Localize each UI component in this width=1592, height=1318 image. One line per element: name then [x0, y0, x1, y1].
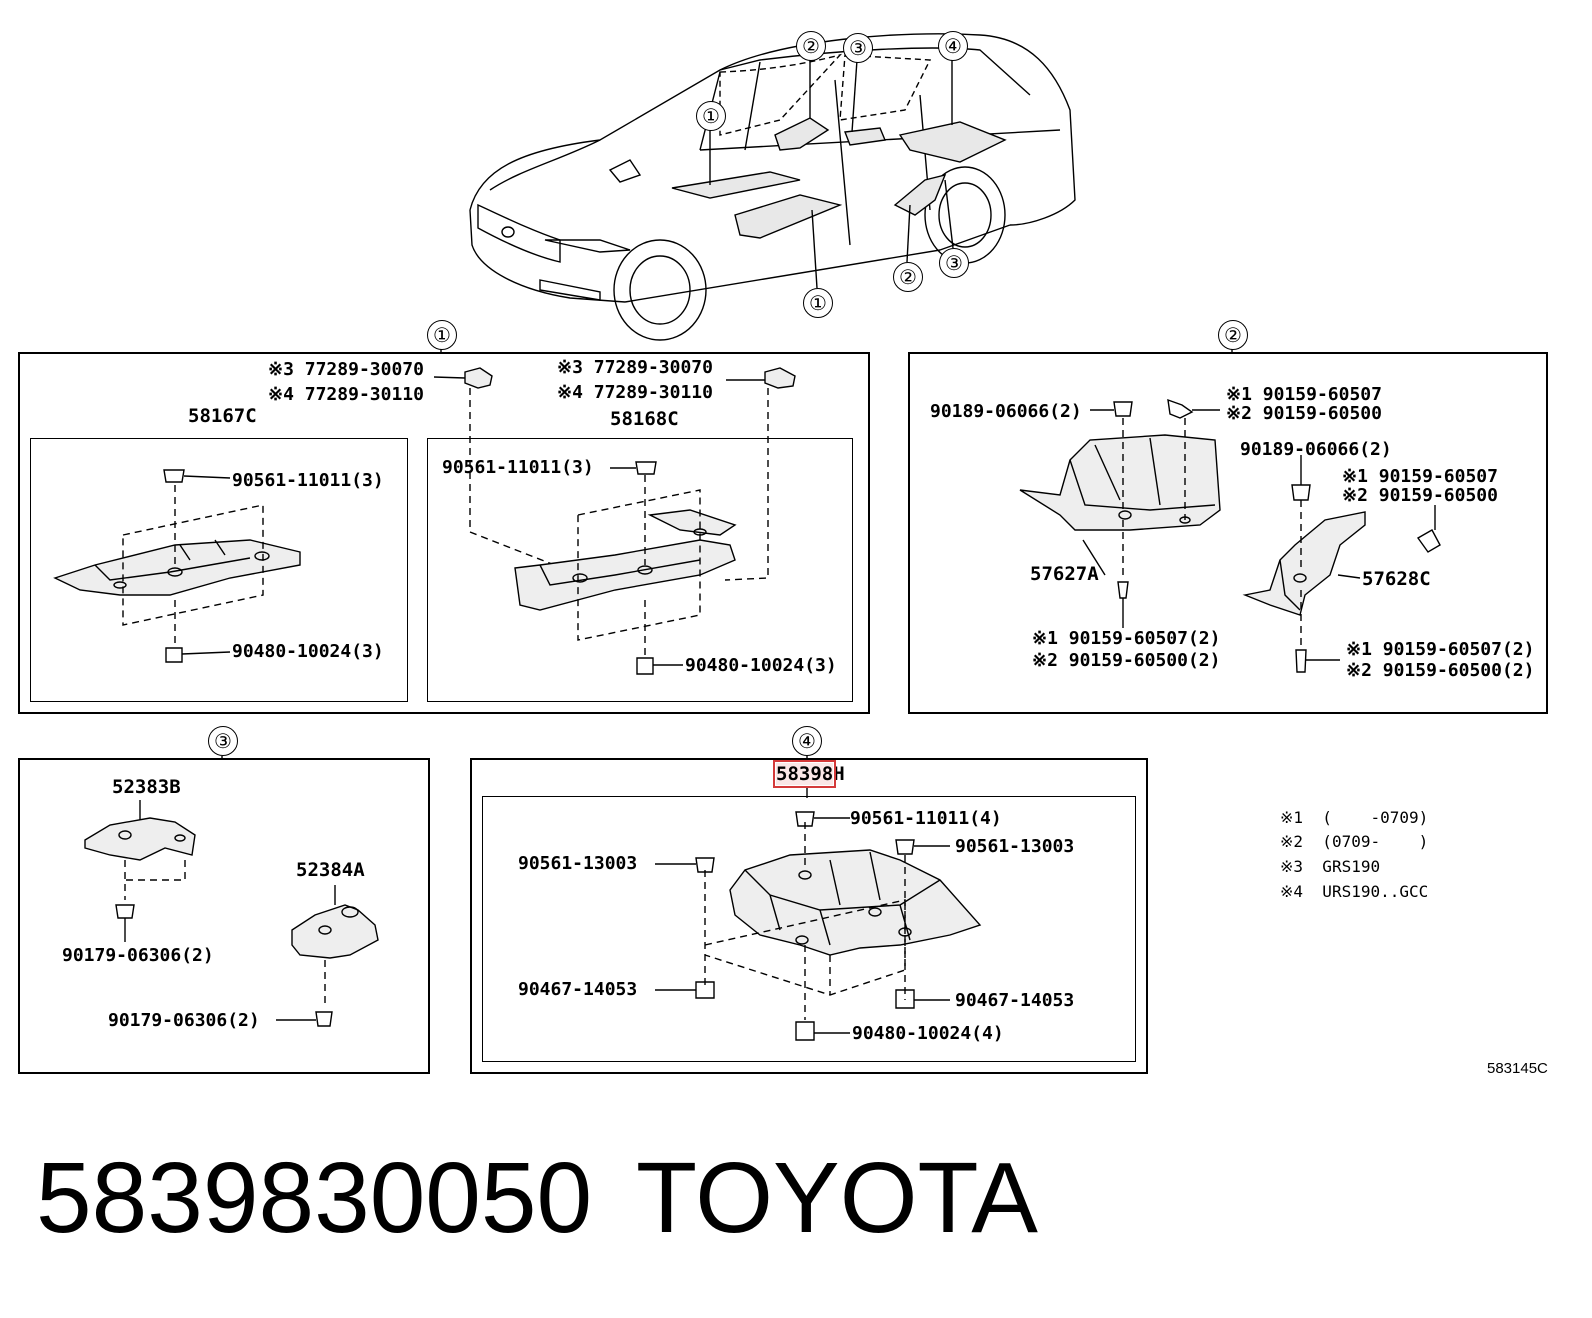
note-4: ※4 URS190..GCC: [1280, 882, 1429, 901]
panel3-marker: ③: [208, 726, 238, 756]
panel1-right-part-number: 58168C: [610, 408, 679, 430]
panel4-part-highlight[interactable]: 58398: [772, 760, 837, 788]
panel3-bolt-b-label: 90179-06306(2): [108, 1010, 260, 1031]
panel4-bolt-right-label: 90467-14053: [955, 990, 1075, 1011]
panel1-parts: [53, 347, 796, 675]
panel2-part-b-number: 57628C: [1362, 568, 1431, 590]
panel2-bottom-a-line1: ※1 90159-60507(2): [1032, 628, 1221, 649]
panel1-right-frame: [427, 438, 853, 702]
panel1-sensor-right-line2: ※4 77289-30110: [557, 382, 713, 403]
panel4-bolt-left-label: 90467-14053: [518, 979, 638, 1000]
overview-marker-2b: ②: [893, 262, 923, 292]
panel1-left-frame: [30, 438, 408, 702]
panel2-marker: ②: [1218, 320, 1248, 350]
panel2-clip-b-label: 90189-06066(2): [1240, 439, 1392, 460]
panel3-part-a-number: 52383B: [112, 776, 181, 798]
panel2-screw-b-line1: ※1 90159-60507: [1342, 466, 1498, 487]
panel2-screw-a-line1: ※1 90159-60507: [1226, 384, 1382, 405]
panel4-part-suffix: H: [833, 763, 845, 785]
part-number-title: 5839830050: [36, 1142, 593, 1254]
overview-marker-1: ①: [696, 101, 726, 131]
panel4-clip-top-label: 90561-11011(4): [850, 808, 1002, 829]
panel4-bolt-bottom-label: 90480-10024(4): [852, 1023, 1004, 1044]
panel2-bottom-b-line2: ※2 90159-60500(2): [1346, 660, 1535, 681]
panel4-marker: ④: [792, 726, 822, 756]
panel4-parts: [655, 752, 982, 1041]
panel4-clip-left-label: 90561-13003: [518, 853, 638, 874]
note-3: ※3 GRS190: [1280, 857, 1381, 876]
panel3-frame: [18, 758, 430, 1074]
panel1-left-bolt-label: 90480-10024(3): [232, 641, 384, 662]
panel2-bottom-b-line1: ※1 90159-60507(2): [1346, 639, 1535, 660]
car-illustration: [469, 33, 1076, 341]
panel1-sensor-left-line1: ※3 77289-30070: [268, 359, 424, 380]
panel1-left-part-number: 58167C: [188, 405, 257, 427]
overview-marker-3: ③: [843, 33, 873, 63]
panel2-part-a-number: 57627A: [1030, 563, 1099, 585]
panel2-frame: [908, 352, 1548, 714]
panel4-inner-frame: [482, 796, 1136, 1062]
note-2: ※2 (0709- ): [1280, 832, 1429, 851]
panel1-sensor-left-line2: ※4 77289-30110: [268, 384, 424, 405]
panel1-right-bolt-label: 90480-10024(3): [685, 655, 837, 676]
brand-title: TOYOTA: [636, 1142, 1038, 1254]
panel1-sensor-right-line1: ※3 77289-30070: [557, 357, 713, 378]
panel3-part-b-number: 52384A: [296, 859, 365, 881]
panel2-clip-a-label: 90189-06066(2): [930, 401, 1082, 422]
overview-marker-3b: ③: [939, 248, 969, 278]
panel2-bottom-a-line2: ※2 90159-60500(2): [1032, 650, 1221, 671]
overview-marker-2: ②: [796, 31, 826, 61]
panel1-frame: [18, 352, 870, 714]
overview-marker-4: ④: [938, 31, 968, 61]
panel2-parts: [1019, 347, 1441, 673]
panel2-screw-a-line2: ※2 90159-60500: [1226, 403, 1382, 424]
panel1-marker: ①: [427, 320, 457, 350]
panel3-bolt-a-label: 90179-06306(2): [62, 945, 214, 966]
note-1: ※1 ( -0709): [1280, 808, 1429, 827]
panel4-frame: [470, 758, 1148, 1074]
panel4-part-number[interactable]: 58398H: [772, 760, 845, 788]
panel1-right-clip-label: 90561-11011(3): [442, 457, 594, 478]
figure-reference: 583145C: [1487, 1060, 1548, 1077]
panel1-left-clip-label: 90561-11011(3): [232, 470, 384, 491]
panel3-parts: [84, 756, 379, 1027]
panel4-clip-right-label: 90561-13003: [955, 836, 1075, 857]
panel2-screw-b-line2: ※2 90159-60500: [1342, 485, 1498, 506]
overview-marker-1b: ①: [803, 288, 833, 318]
